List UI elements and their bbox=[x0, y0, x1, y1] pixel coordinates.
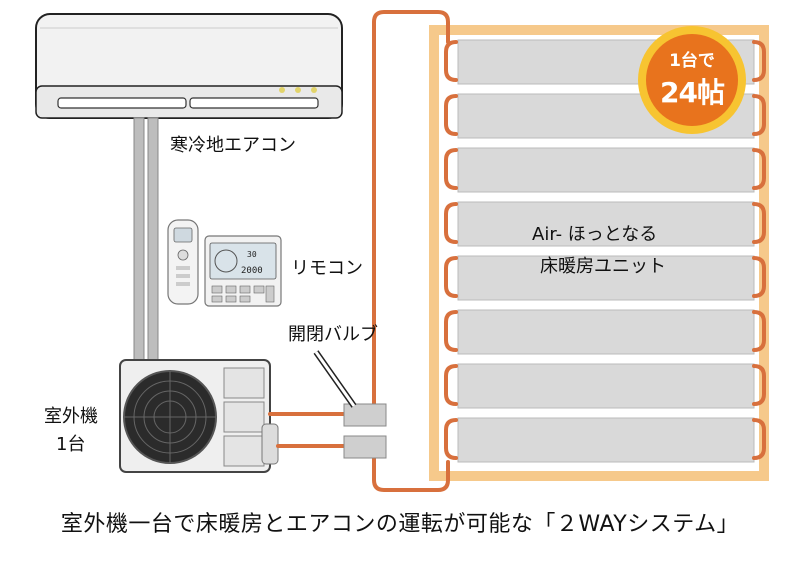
remote-display-temp-large: 2000 bbox=[241, 266, 263, 276]
label-remote: リモコン bbox=[291, 258, 363, 279]
valve bbox=[343, 403, 387, 427]
floor-panel bbox=[457, 363, 755, 409]
indoor-aircon-unit bbox=[35, 13, 343, 119]
floor-panel bbox=[457, 201, 755, 247]
floor-panel bbox=[457, 147, 755, 193]
floor-heating-frame bbox=[429, 25, 769, 481]
coverage-badge: 1台で 24帖 bbox=[638, 26, 746, 134]
label-outdoor-line2: 1台 bbox=[56, 434, 86, 455]
badge-line1: 1台で bbox=[669, 51, 715, 71]
floor-panel bbox=[457, 255, 755, 301]
wall-controller: 30 2000 bbox=[204, 235, 282, 307]
label-aircon: 寒冷地エアコン bbox=[170, 135, 296, 156]
label-valve: 開閉バルブ bbox=[288, 324, 378, 345]
coverage-badge-inner: 1台で 24帖 bbox=[646, 34, 738, 126]
heating-pipe-loops bbox=[444, 40, 766, 460]
valve bbox=[343, 435, 387, 459]
label-outdoor-line1: 室外機 bbox=[44, 406, 98, 427]
label-floor-unit-line2: 床暖房ユニット bbox=[540, 256, 666, 277]
outdoor-unit bbox=[119, 359, 279, 473]
badge-line2: 24帖 bbox=[660, 76, 725, 109]
indicator-light bbox=[295, 87, 301, 93]
refrigerant-pipes bbox=[133, 117, 159, 365]
floor-panel bbox=[457, 309, 755, 355]
indicator-light bbox=[311, 87, 317, 93]
remote-display-temp-small: 30 bbox=[247, 250, 257, 259]
handheld-remote bbox=[167, 219, 199, 305]
caption: 室外機一台で床暖房とエアコンの運転が可能な「２WAYシステム」 bbox=[60, 512, 740, 537]
indicator-light bbox=[279, 87, 285, 93]
valves bbox=[343, 403, 387, 459]
label-floor-unit-line1: Air- ほっとなる bbox=[532, 224, 658, 245]
floor-panel bbox=[457, 417, 755, 463]
